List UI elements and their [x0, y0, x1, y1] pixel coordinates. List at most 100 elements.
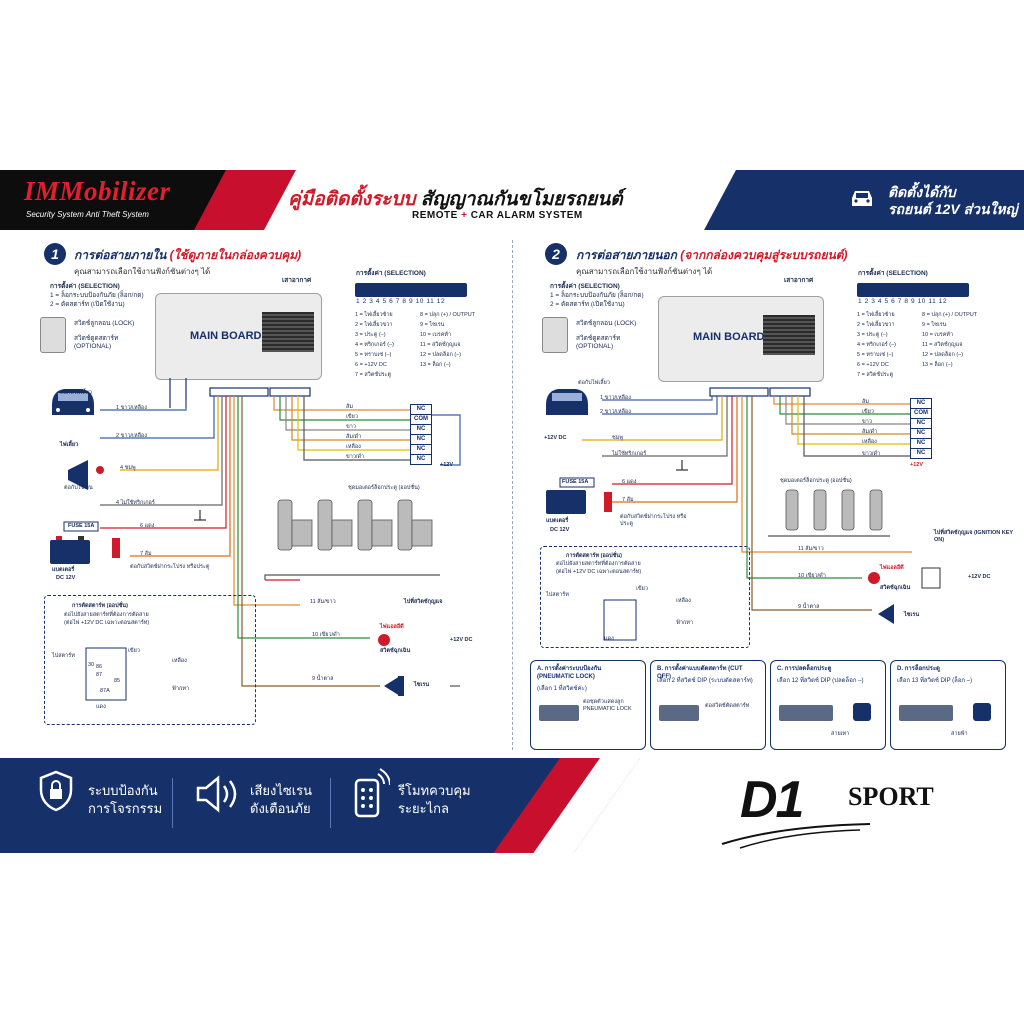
- s2-wire-11: 11 ส้ม/ขาว: [798, 546, 824, 553]
- s2-plus12-short: +12V: [910, 462, 923, 468]
- s2-out-color-4: ส้ม/ดำ: [862, 429, 878, 435]
- s1-out-color-1: ส้ม: [346, 404, 353, 410]
- page-title-part1: คู่มือติดตั้งระบบ: [288, 189, 416, 210]
- card-a-sub: (เลือก 1 ที่สวิตช์ค่ะ): [537, 686, 587, 692]
- s2-relay-label-start: ไปสตาร์ท: [546, 592, 569, 598]
- header-right-bg: [800, 170, 1024, 230]
- s2-wire-1-no: 1: [600, 395, 604, 401]
- s1-relay-label-start: ไปสตาร์ท: [52, 653, 75, 659]
- s1-setting-r1: 8 = ปลุก (+) / OUTPUT: [420, 312, 476, 318]
- s1-setting-l4: 4 = ทริกเกอร์ (–): [355, 342, 394, 348]
- s1-main-board: MAIN BOARD: [155, 293, 322, 380]
- s1-wire-7-label: ส้ม: [144, 551, 152, 557]
- s2-main-board-label: MAIN BOARD: [693, 331, 765, 343]
- section2-title-note: (จากกล่องควบคุมสู่ระบบรถยนต์): [680, 248, 848, 262]
- remote-icon: [354, 768, 390, 818]
- s2-ignition-label: ไปที่สวิตช์กุญแจ (IGNITION KEY ON): [934, 530, 1013, 543]
- s2-grid-title: การตั้งค่า (SELECTION): [858, 270, 928, 277]
- s1-wire-9-no: 9: [312, 676, 316, 682]
- feature-1: ระบบป้องกัน การโจรกรรม: [88, 782, 162, 818]
- s1-nc-2: COM: [411, 415, 431, 425]
- s1-wire-4b-label: ไม่ใช้ทริกเกอร์: [120, 500, 155, 506]
- s2-relay-label-bluegrey: ฟ้า/เทา: [676, 620, 694, 626]
- s2-relay-label-red: แดง: [604, 636, 614, 642]
- s1-door-actuator-label: ชุดมอเตอร์ล็อกประตู (ออปชั่น): [348, 485, 420, 491]
- card-a-caption: ต่อชุดตัวแสดงลูก PNEUMATIC LOCK: [583, 699, 632, 712]
- speaker-icon: [196, 775, 237, 813]
- s1-valet-label: สวิตช์ฉุกเฉิน: [380, 648, 411, 654]
- s1-dip-switch: [355, 283, 467, 297]
- s1-relay-pin-85: 85: [114, 678, 121, 684]
- s1-selection-title: การตั้งค่า (SELECTION): [50, 283, 120, 290]
- s2-wire-2: 2 ขาว/เหลือง: [600, 409, 631, 416]
- s1-setting-l3: 3 = ประตู (–): [355, 332, 386, 338]
- s2-wire-7-label: ส้ม: [626, 497, 634, 503]
- s1-wire-10-label: เขียว/ดำ: [319, 632, 340, 638]
- s1-led-icon: [378, 634, 390, 646]
- s2-setting-l3: 3 = ประตู (–): [857, 332, 888, 338]
- s2-setting-l2: 2 = ไฟเลี้ยวขวา: [857, 322, 895, 328]
- s2-wire-9-label: น้ำตาล: [802, 604, 820, 610]
- feature-3-line1: รีโมทควบคุม: [398, 783, 471, 798]
- page-title-part2: สัญญาณกันขโมยรถยนต์: [420, 189, 623, 210]
- s2-turn-signal-to: ต่อกับไฟเลี้ยว: [578, 380, 610, 386]
- s1-car-front-icon: [52, 389, 94, 415]
- s1-wire-2-no: 2: [116, 433, 120, 439]
- s2-wire-6-label: แดง: [626, 479, 637, 485]
- header-band: IMMobilizer Security System Anti Theft S…: [0, 170, 1024, 230]
- s1-setting-l7: 7 = สวิตช์ประตู: [355, 372, 392, 378]
- card-b-sub: เลือก 2 ที่สวิตช์ DIP (ระบบตัดสตาร์ท): [657, 678, 753, 684]
- s2-battery-volt: DC 12V: [550, 527, 570, 533]
- page-subtitle: REMOTE + CAR ALARM SYSTEM: [412, 210, 583, 221]
- s2-led-icon: [868, 572, 880, 584]
- s1-battery-label: แบตเตอรี่: [52, 567, 75, 573]
- s2-fuse-icon: [559, 477, 595, 488]
- section1-number: 1: [44, 243, 66, 265]
- s2-siren-label: ไซเรน: [904, 612, 920, 618]
- s2-antenna-label: เสาอากาศ: [784, 277, 814, 284]
- s1-setting-r5: 12 = ปลดล็อก (–): [420, 352, 462, 358]
- s2-led-label: ไฟแอลอีดี: [880, 565, 904, 571]
- s2-wire-7: 7 ส้ม: [622, 497, 634, 504]
- section2-subtitle: คุณสามารถเลือกใช้งานฟังก์ชันต่างๆ ได้: [576, 267, 713, 276]
- s2-setting-l1: 1 = ไฟเลี้ยวซ้าย: [857, 312, 895, 318]
- s1-selection-line2: 2 = ตัดสตาร์ท (เปิดใช้งาน): [50, 301, 125, 308]
- s2-heatsink: [763, 315, 815, 355]
- sport-logo: SPORT: [848, 782, 934, 811]
- s2-wire-7-no: 7: [622, 497, 626, 503]
- feature-separator-2: [330, 778, 331, 828]
- s2-door-actuator-label: ชุดมอเตอร์ล็อกประตู (ออปชั่น): [780, 478, 852, 484]
- car-icon: [852, 191, 872, 206]
- s2-settings-left: 1 = ไฟเลี้ยวซ้าย 2 = ไฟเลี้ยวขวา 3 = ประ…: [857, 312, 917, 379]
- s1-battery-icon: [50, 540, 90, 564]
- s1-wire-2: 2 ขาว/เหลือง: [116, 433, 147, 440]
- s1-wire-4b-no: 4: [116, 500, 120, 506]
- s2-relay-note: (ต่อไฟ +12V DC เฉพาะตอนสตาร์ท): [556, 569, 642, 575]
- s1-siren-to: ต่อกับไซเรน: [64, 485, 93, 491]
- s1-lock-switch-icon: [40, 317, 66, 353]
- s1-settings-right: 8 = ปลุก (+) / OUTPUT 9 = ไซเรน 10 = เบร…: [420, 312, 498, 369]
- card-d-dip-icon: [899, 705, 953, 721]
- s2-wire-3-label: ชมพู: [612, 435, 623, 441]
- s1-relay-pin-87: 87: [96, 672, 103, 678]
- s2-setting-r6: 13 = ล็อก (–): [922, 362, 953, 368]
- s2-wire-6: 6 แดง: [622, 479, 636, 486]
- card-a-dip-icon: [539, 705, 579, 721]
- s1-out-color-6: ขาว/ดำ: [346, 454, 365, 460]
- s2-setting-r3: 10 = เบรคท้า: [922, 332, 954, 338]
- brand-logo: IMMobilizer: [24, 176, 171, 206]
- card-c-sub: เลือก 12 ที่สวิตช์ DIP (ปลดล็อก –): [777, 678, 864, 684]
- s1-door-switch-label: ต่อกับสวิตช์ฝากระโปรง หรือประตู: [130, 564, 210, 570]
- s1-wire-4a-no: 4: [120, 465, 124, 471]
- s2-settings-right: 8 = ปลุก (+) / OUTPUT 9 = ไซเรน 10 = เบร…: [922, 312, 1000, 369]
- s2-wire-10: 10 เขียว/ดำ: [798, 573, 826, 580]
- s2-lock-label: สวิตช์ลูกลอน (LOCK): [576, 320, 637, 327]
- s2-relay-title: การตัดสตาร์ท (ออปชั่น): [566, 553, 622, 559]
- s2-selection-line2: 2 = ตัดสตาร์ท (เปิดใช้งาน): [550, 301, 625, 308]
- s2-wire-10-label: เขียว/ดำ: [805, 573, 826, 579]
- s1-setting-r4: 11 = สวิตช์กุญแจ: [420, 342, 461, 348]
- s1-wire-10-no: 10: [312, 632, 319, 638]
- s1-nc-3: NC: [411, 425, 431, 435]
- s1-wire-1: 1 ขาว/เหลือง: [116, 405, 147, 412]
- s1-relay-icon: [85, 647, 127, 701]
